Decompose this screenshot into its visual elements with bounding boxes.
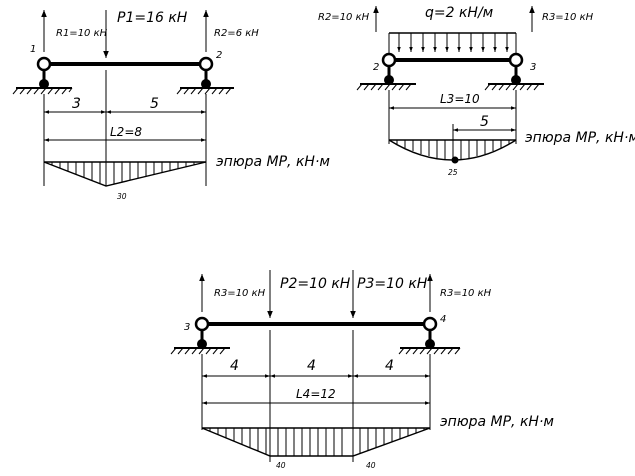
beam-1-reaction-left-label: R1=10 кН (56, 28, 108, 39)
beam-1-span-a: 3 (72, 96, 81, 112)
beam-3-right-support (398, 316, 461, 355)
beam-3-moment-2: 40 (366, 461, 376, 470)
beam-1-left-support (12, 56, 73, 95)
beam-2-span-total: L3=10 (440, 92, 480, 106)
beam-2-reaction-left-label: R2=10 кН (318, 12, 370, 23)
beam-3-node-right: 4 (440, 314, 446, 325)
beam-3-reaction-left-label: R3=10 кН (214, 288, 266, 299)
beam-1-max-moment: 30 (117, 192, 127, 201)
beam-2-diagram-label: эпюра МР, кН·м (525, 130, 635, 146)
beam-1-span-b: 5 (150, 96, 159, 112)
beam-1-reaction-right-label: R2=6 кН (214, 28, 259, 39)
beam-1-node-left: 1 (30, 44, 36, 55)
beam-2-moment-diagram (388, 139, 517, 164)
beam-1: 1 2 R1=10 кН R2=6 кН P1=16 кН 3 5 L2=8 э… (12, 10, 330, 201)
beam-3-diagram-label: эпюра МР, кН·м (440, 414, 554, 430)
beam-3-moment-1: 40 (276, 461, 286, 470)
beam-2-half-span: 5 (480, 114, 489, 130)
beam-1-load-label: P1=16 кН (117, 10, 188, 26)
beam-3-span-total: L4=12 (296, 387, 336, 401)
beam-3-dimensions (201, 330, 431, 462)
beam-1-node-right: 2 (216, 50, 222, 61)
beam-2-max-moment: 25 (448, 168, 458, 177)
beam-1-moment-diagram (43, 161, 207, 187)
beam-2-node-right: 3 (530, 62, 536, 73)
beam-2: 2 3 R2=10 кН R3=10 кН q=2 кН/м L3=10 5 э… (318, 5, 635, 177)
beam-3: 3 4 R3=10 кН R3=10 кН P2=10 кН P3=10 кН … (170, 270, 554, 470)
beam-3-load-2-label: P3=10 кН (357, 276, 428, 292)
beam-3-span-b: 4 (307, 358, 316, 374)
beam-2-reaction-right-label: R3=10 кН (542, 12, 594, 23)
beam-2-dimensions (388, 90, 517, 160)
beam-3-span-c: 4 (385, 358, 394, 374)
beam-3-moment-diagram (201, 427, 431, 457)
beam-1-diagram-label: эпюра МР, кН·м (216, 154, 330, 170)
beam-3-left-support (170, 316, 230, 355)
beam-1-span-total: L2=8 (110, 125, 142, 139)
beam-3-node-left: 3 (184, 322, 190, 333)
beam-3-span-a: 4 (230, 358, 239, 374)
beam-2-load-label: q=2 кН/м (425, 5, 494, 21)
beam-1-right-support (176, 56, 234, 95)
beam-2-node-left: 2 (373, 62, 379, 73)
beam-3-load-1-label: P2=10 кН (280, 276, 351, 292)
beam-2-distributed-load (388, 32, 517, 54)
beam-2-left-support (356, 52, 416, 91)
beam-2-right-support (484, 52, 544, 91)
beam-3-reaction-right-label: R3=10 кН (440, 288, 492, 299)
